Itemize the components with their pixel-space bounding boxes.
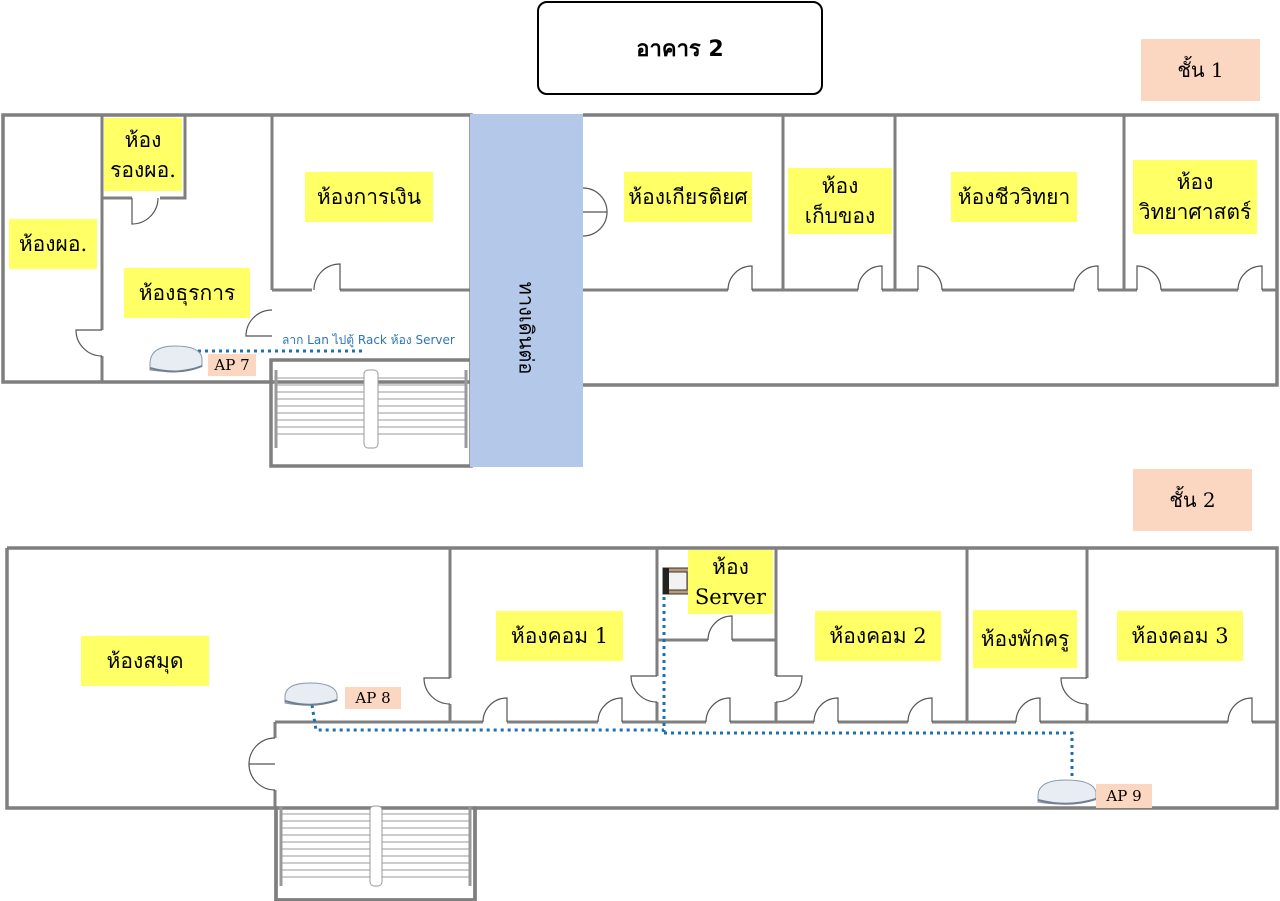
floor2-stairs <box>279 805 472 887</box>
walkway-label: ทางเดินต่อ <box>514 281 539 375</box>
lan-cable-note: ลาก Lan ไปตู้ Rack ห้อง Server <box>282 333 455 347</box>
room-deputy: ห้อง รองผอ. <box>104 118 182 191</box>
room-science: ห้อง วิทยาศาสตร์ <box>1133 160 1257 234</box>
ap8-device-icon <box>284 682 338 706</box>
ap7-device-icon <box>149 345 203 373</box>
ap8-tag: AP 8 <box>345 687 401 709</box>
ap9-device-icon <box>1037 779 1097 805</box>
room-honor: ห้องเกียรติยศ <box>624 172 752 222</box>
room-computer3: ห้องคอม 3 <box>1117 611 1243 661</box>
floor1-stairs <box>274 369 468 449</box>
room-computer1: ห้องคอม 1 <box>496 611 623 661</box>
floor1-tag: ชั้น 1 <box>1141 39 1260 101</box>
room-biology: ห้องชีววิทยา <box>951 172 1077 222</box>
floor2-tag: ชั้น 2 <box>1133 469 1252 531</box>
room-director: ห้องผอ. <box>9 219 97 269</box>
floor2-lan-cable-left <box>310 704 664 732</box>
floor2-doors <box>248 615 1253 791</box>
walkway-label-wrap: ทางเดินต่อ <box>470 114 583 467</box>
room-computer2: ห้องคอม 2 <box>815 611 941 661</box>
floor1-doors <box>75 187 1263 357</box>
room-teacher: ห้องพักครู <box>973 610 1077 668</box>
floor2-lan-cable-right <box>664 731 1074 782</box>
floor2-walls <box>5 546 1279 901</box>
building-title: อาคาร 2 <box>537 1 823 95</box>
room-admin: ห้องธุรการ <box>124 268 250 318</box>
room-library: ห้องสมุด <box>81 636 209 686</box>
ap7-tag: AP 7 <box>208 354 256 376</box>
room-server: ห้อง Server <box>688 550 773 614</box>
ap9-tag: AP 9 <box>1096 784 1152 808</box>
stair-handrail <box>363 369 379 449</box>
server-rack-icon <box>662 567 692 595</box>
stair-handrail <box>369 805 383 887</box>
connecting-walkway <box>470 114 583 467</box>
room-storage: ห้อง เก็บของ <box>788 168 892 234</box>
room-finance: ห้องการเงิน <box>305 172 433 222</box>
